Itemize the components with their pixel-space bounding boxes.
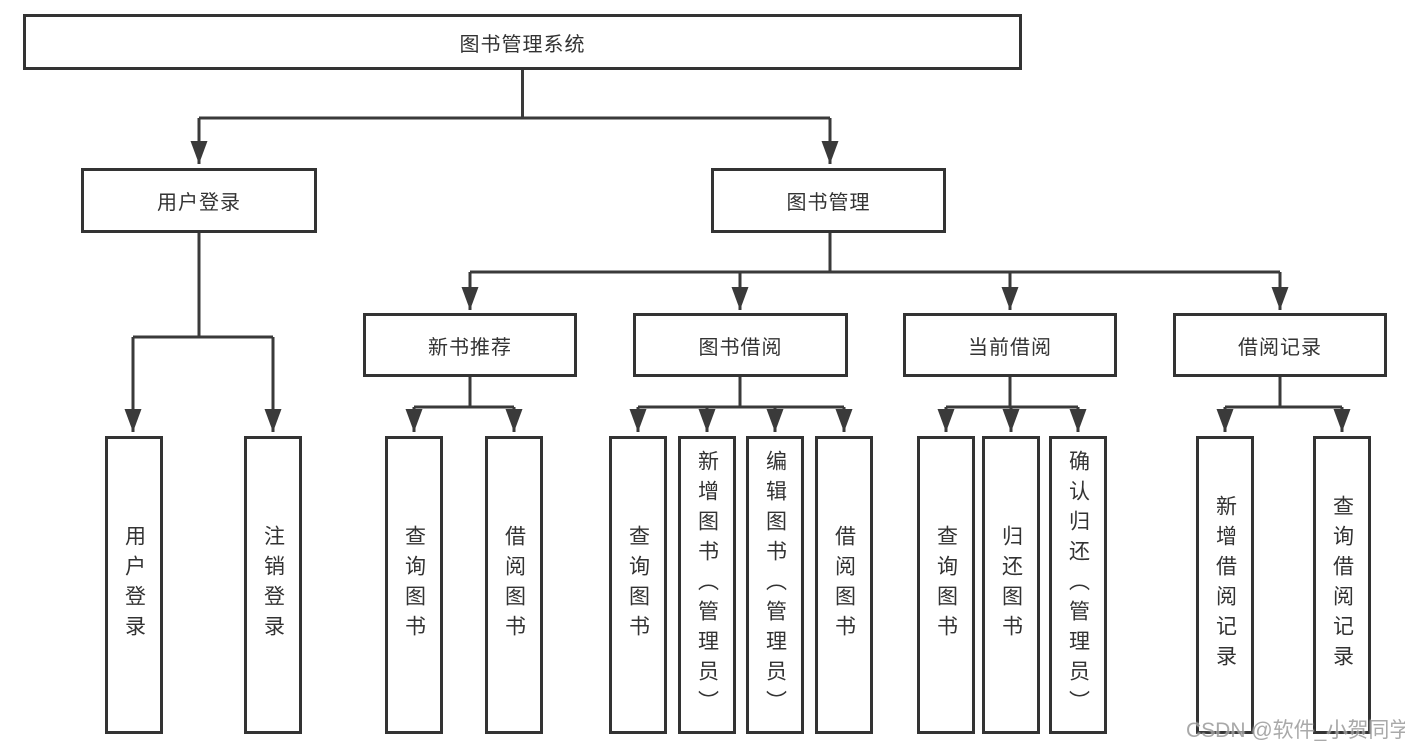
node-label: 当前借阅 bbox=[968, 336, 1052, 359]
node-book-management: 图书管理 bbox=[711, 168, 946, 233]
leaf-borrow-books-borrowing: 借阅图书 bbox=[815, 436, 873, 734]
node-label: 用户登录 bbox=[122, 525, 146, 645]
node-new-book-recommendation: 新书推荐 bbox=[363, 313, 577, 377]
leaf-borrow-books-recommend: 借阅图书 bbox=[485, 436, 543, 734]
node-label: 归还图书 bbox=[999, 525, 1023, 645]
node-label: 查询借阅记录 bbox=[1330, 495, 1354, 675]
bus-lines bbox=[133, 69, 1342, 409]
node-label: 查询图书 bbox=[934, 525, 958, 645]
leaf-query-borrow-record: 查询借阅记录 bbox=[1313, 436, 1371, 734]
node-label: 借阅图书 bbox=[502, 525, 526, 645]
leaf-return-books: 归还图书 bbox=[982, 436, 1040, 734]
leaf-edit-book-admin: 编辑图书（管理员） bbox=[746, 436, 804, 734]
node-label: 图书管理 bbox=[786, 192, 871, 214]
node-borrowing-records: 借阅记录 bbox=[1173, 313, 1387, 377]
node-label: 注销登录 bbox=[261, 525, 285, 645]
arrow-stems bbox=[124, 118, 1351, 432]
node-book-borrowing: 图书借阅 bbox=[633, 313, 848, 377]
node-library-management-system: 图书管理系统 bbox=[23, 14, 1022, 70]
node-label: 确认归还（管理员） bbox=[1066, 450, 1090, 720]
leaf-confirm-return-admin: 确认归还（管理员） bbox=[1049, 436, 1107, 734]
node-label: 新增图书（管理员） bbox=[695, 450, 719, 720]
node-label: 新增借阅记录 bbox=[1213, 495, 1237, 675]
leaf-query-books-recommend: 查询图书 bbox=[385, 436, 443, 734]
leaf-query-books-current: 查询图书 bbox=[917, 436, 975, 734]
node-label: 查询图书 bbox=[402, 525, 426, 645]
node-label: 新书推荐 bbox=[428, 336, 512, 359]
leaf-query-books-borrowing: 查询图书 bbox=[609, 436, 667, 734]
node-label: 借阅图书 bbox=[832, 525, 856, 645]
leaf-user-login: 用户登录 bbox=[105, 436, 163, 734]
node-user-login: 用户登录 bbox=[81, 168, 317, 233]
leaf-logout: 注销登录 bbox=[244, 436, 302, 734]
leaf-add-borrow-record: 新增借阅记录 bbox=[1196, 436, 1254, 734]
node-label: 图书借阅 bbox=[698, 336, 783, 359]
watermark: CSDN @软件_小贺同学 bbox=[1186, 719, 1405, 742]
node-label: 借阅记录 bbox=[1238, 336, 1322, 359]
node-current-borrowing: 当前借阅 bbox=[903, 313, 1117, 377]
node-label: 编辑图书（管理员） bbox=[763, 450, 787, 720]
node-label: 用户登录 bbox=[157, 192, 241, 214]
node-label: 图书管理系统 bbox=[459, 33, 586, 56]
node-label: 查询图书 bbox=[626, 525, 650, 645]
leaf-add-book-admin: 新增图书（管理员） bbox=[678, 436, 736, 734]
